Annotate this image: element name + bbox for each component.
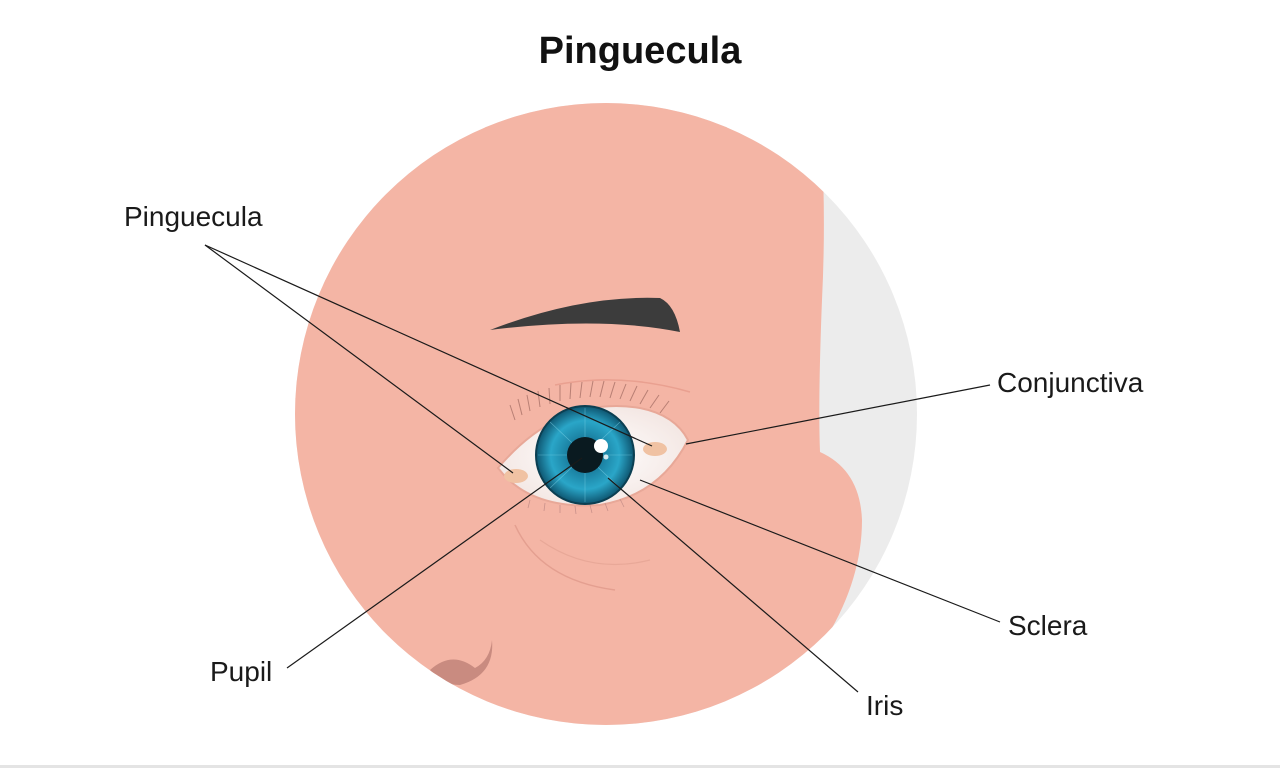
eyelid-crease: [554, 379, 691, 393]
iris-ring: [535, 405, 635, 505]
leader-conjunctiva: [685, 384, 991, 445]
bottom-divider: [0, 765, 1280, 768]
pinguecula-spot-right: [643, 442, 667, 456]
leader-pupil: [286, 457, 583, 669]
label-iris: Iris: [866, 690, 904, 721]
eyebrow-shape: [490, 297, 680, 332]
cheek-crease: [514, 524, 616, 591]
leader-sclera: [639, 479, 1001, 623]
label-sclera: Sclera: [1008, 610, 1088, 641]
leader-lines: [204, 244, 1001, 693]
eye-highlight-large: [594, 439, 608, 453]
pinguecula-spot-left: [504, 469, 528, 483]
leader-iris: [607, 477, 859, 693]
leader-pinguecula-left: [204, 244, 514, 474]
eye-highlight-small: [603, 454, 609, 460]
lower-eyelashes: [527, 498, 625, 515]
lower-lid-crease: [539, 539, 651, 566]
label-conjunctiva: Conjunctiva: [997, 367, 1144, 398]
diagram-title: Pinguecula: [538, 30, 742, 72]
leader-pinguecula-right: [204, 244, 653, 447]
upper-eyelashes: [509, 380, 670, 421]
face-shape: [295, 103, 862, 725]
label-pupil: Pupil: [210, 656, 273, 687]
nose-shape: [430, 640, 493, 685]
label-pinguecula: Pinguecula: [124, 201, 263, 232]
